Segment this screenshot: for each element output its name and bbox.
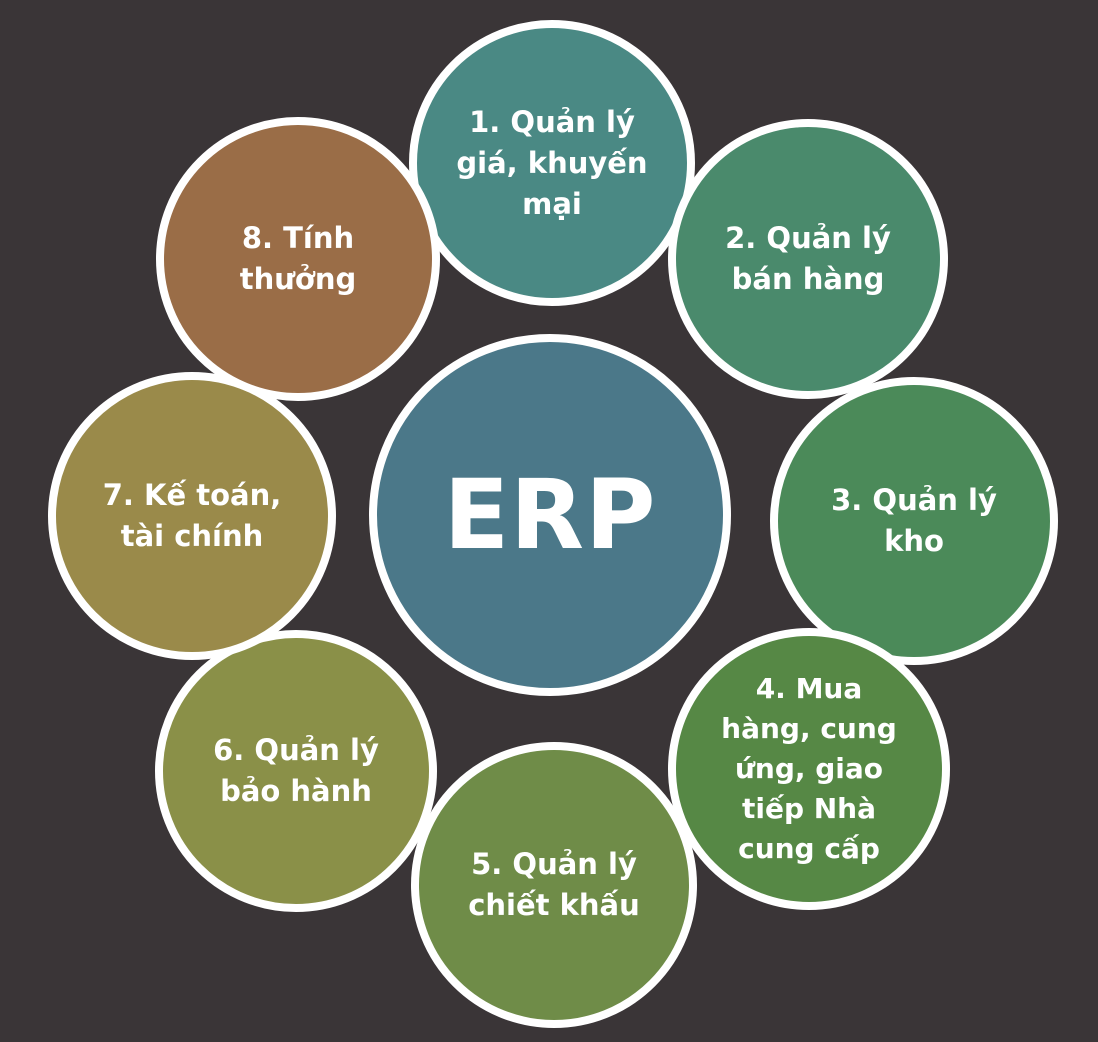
erp-center-label: ERP (443, 459, 657, 571)
module-label-bonus: 8. Tính thưởng (239, 221, 357, 296)
module-label-discount: 5. Quản lý chiết khấu (468, 847, 640, 922)
module-label-warehouse: 3. Quản lý kho (831, 483, 997, 558)
module-label-warranty: 6. Quản lý bảo hành (213, 733, 379, 808)
module-circle-purchasing: 4. Mua hàng, cung ứng, giao tiếp Nhà cun… (668, 628, 950, 910)
module-label-accounting: 7. Kế toán, tài chính (102, 478, 282, 553)
module-label-sales: 2. Quản lý bán hàng (725, 221, 891, 296)
module-circle-price-promotion: 1. Quản lý giá, khuyến mại (409, 20, 695, 306)
module-circle-warranty: 6. Quản lý bảo hành (155, 630, 437, 912)
module-circle-sales: 2. Quản lý bán hàng (668, 119, 948, 399)
module-circle-accounting: 7. Kế toán, tài chính (48, 372, 336, 660)
module-circle-bonus: 8. Tính thưởng (156, 117, 440, 401)
module-label-price-promotion: 1. Quản lý giá, khuyến mại (456, 104, 648, 221)
module-circle-warehouse: 3. Quản lý kho (770, 377, 1058, 665)
erp-center-circle: ERP (369, 334, 731, 696)
module-label-purchasing: 4. Mua hàng, cung ứng, giao tiếp Nhà cun… (721, 672, 897, 865)
module-circle-discount: 5. Quản lý chiết khấu (411, 742, 697, 1028)
